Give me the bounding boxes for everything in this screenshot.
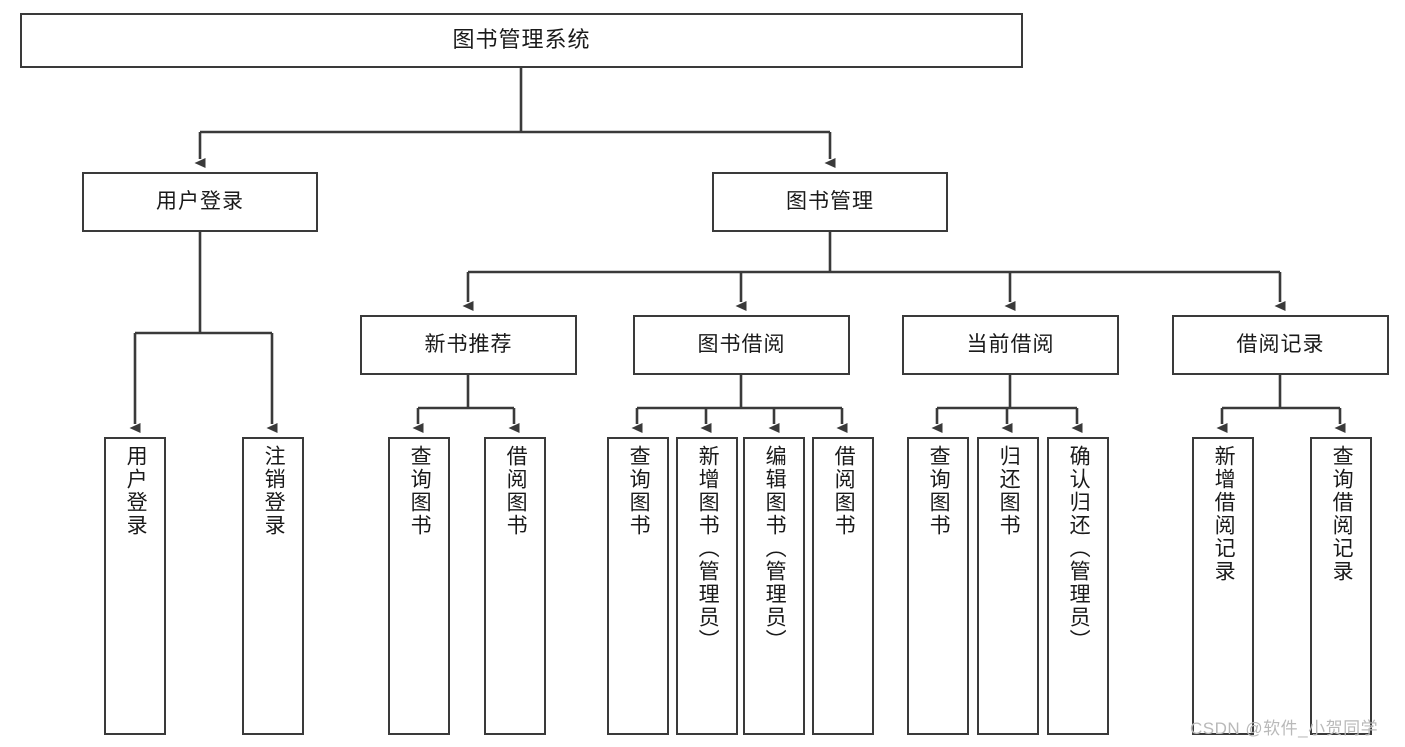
node-label: 图书管理系统 (452, 27, 591, 53)
node-book-borrowing[interactable]: 图书借阅 (633, 315, 850, 375)
node-label: 查询图书 (627, 445, 651, 537)
node-label: 新书推荐 (424, 333, 513, 357)
node-label: 新增借阅记录 (1212, 445, 1236, 583)
node-label: 查询图书 (927, 445, 951, 537)
leaf-borrow-record-query-record[interactable]: 查询借阅记录 (1310, 437, 1372, 735)
node-root-book-management-system[interactable]: 图书管理系统 (20, 13, 1023, 68)
node-label: 借阅图书 (504, 445, 528, 537)
leaf-current-borrow-return-books[interactable]: 归还图书 (977, 437, 1039, 735)
leaf-user-login-logout[interactable]: 注销登录 (242, 437, 304, 735)
node-label: 借阅图书 (832, 445, 856, 537)
csdn-watermark: CSDN @软件_小贺同学 (1190, 719, 1379, 738)
node-new-book-recommendation[interactable]: 新书推荐 (360, 315, 577, 375)
leaf-borrow-record-add-record[interactable]: 新增借阅记录 (1192, 437, 1254, 735)
leaf-new-book-borrow-books[interactable]: 借阅图书 (484, 437, 546, 735)
leaf-current-borrow-confirm-return-admin[interactable]: 确认归还（管理员） (1047, 437, 1109, 735)
leaf-book-borrow-edit-book-admin[interactable]: 编辑图书（管理员） (743, 437, 805, 735)
node-label: 用户登录 (124, 445, 148, 537)
leaf-book-borrow-borrow-books[interactable]: 借阅图书 (812, 437, 874, 735)
node-label: 用户登录 (156, 190, 244, 214)
node-current-borrowing[interactable]: 当前借阅 (902, 315, 1119, 375)
node-label: 注销登录 (262, 445, 286, 537)
node-label: 查询图书 (408, 445, 432, 537)
node-borrow-records[interactable]: 借阅记录 (1172, 315, 1389, 375)
leaf-book-borrow-add-book-admin[interactable]: 新增图书（管理员） (676, 437, 738, 735)
node-user-login[interactable]: 用户登录 (82, 172, 318, 232)
node-label: 借阅记录 (1236, 333, 1325, 357)
leaf-book-borrow-query-books[interactable]: 查询图书 (607, 437, 669, 735)
node-book-management[interactable]: 图书管理 (712, 172, 948, 232)
node-label: 编辑图书（管理员） (763, 445, 787, 652)
node-label: 图书借阅 (697, 333, 786, 357)
node-label: 归还图书 (997, 445, 1021, 537)
node-label: 新增图书（管理员） (696, 445, 720, 652)
node-label: 查询借阅记录 (1330, 445, 1354, 583)
node-label: 当前借阅 (966, 333, 1055, 357)
leaf-current-borrow-query-books[interactable]: 查询图书 (907, 437, 969, 735)
leaf-user-login-login[interactable]: 用户登录 (104, 437, 166, 735)
leaf-new-book-query-books[interactable]: 查询图书 (388, 437, 450, 735)
node-label: 确认归还（管理员） (1067, 445, 1091, 652)
node-label: 图书管理 (786, 190, 874, 214)
